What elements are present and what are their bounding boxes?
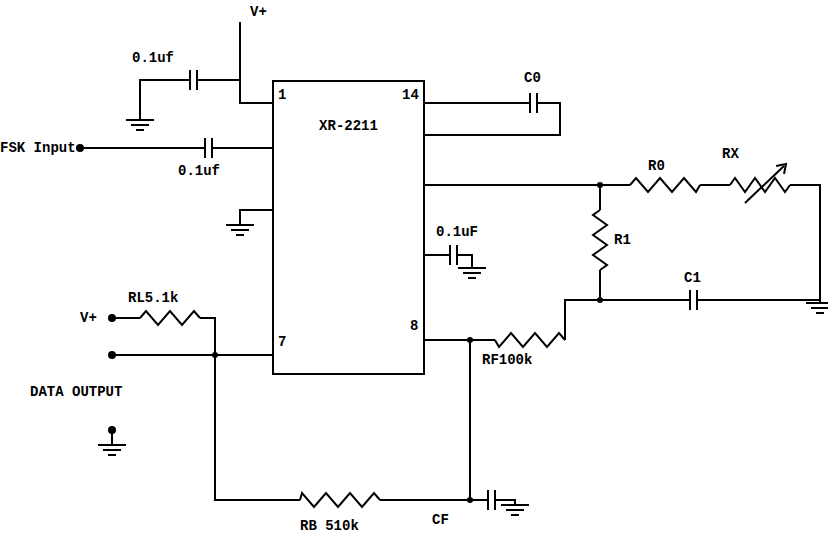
resistor-symbol — [630, 178, 700, 192]
component-name: CF — [432, 512, 449, 528]
component-value: 0.1uf — [132, 50, 174, 66]
wire — [457, 255, 472, 268]
component-name: C1 — [684, 270, 701, 286]
component-value: 0.1uF — [436, 224, 478, 240]
component-value: RL5.1k — [128, 290, 178, 306]
component-value: 0.1uf — [178, 163, 220, 179]
component-name: C0 — [524, 70, 541, 86]
component-name: RX — [722, 146, 739, 162]
component-value: RF100k — [482, 352, 532, 368]
terminal-dot — [108, 351, 116, 359]
junction-dot — [212, 352, 218, 358]
supply-label: V+ — [80, 310, 97, 326]
wire — [240, 210, 272, 225]
wire — [599, 185, 601, 210]
wire — [115, 317, 140, 319]
junction-dot — [597, 297, 603, 303]
capacitor-symbol — [450, 245, 457, 265]
wire — [425, 254, 450, 256]
component-value: RB 510k — [300, 518, 359, 534]
pin-number: 1 — [278, 87, 286, 103]
ic-package: XR-2211 — [272, 80, 425, 375]
variable-arrow — [745, 166, 784, 203]
resistor-symbol — [140, 311, 200, 325]
wire — [425, 103, 560, 135]
wire — [697, 299, 820, 301]
ground-symbol — [98, 445, 126, 455]
supply-label: V+ — [250, 4, 267, 20]
resistor-symbol — [300, 493, 380, 507]
component-name: R1 — [614, 232, 631, 248]
ground-symbol — [806, 303, 828, 313]
signal-name: DATA OUTPUT — [30, 384, 122, 400]
terminal-dot — [108, 426, 116, 434]
resistor-symbol — [593, 210, 607, 270]
wire — [425, 339, 495, 341]
wire — [84, 147, 205, 149]
ground-symbol — [458, 268, 486, 278]
ic-name: XR-2211 — [274, 118, 423, 134]
pin-number: 14 — [402, 87, 419, 103]
pin-number: 8 — [410, 318, 418, 334]
wire — [600, 270, 690, 300]
wire — [425, 102, 530, 104]
terminal-dot — [76, 144, 84, 152]
wire — [115, 354, 272, 356]
capacitor-symbol — [190, 70, 197, 90]
wire — [212, 147, 272, 149]
junction-dot — [467, 497, 473, 503]
variable-arrow — [776, 164, 786, 174]
resistor-symbol — [495, 333, 565, 347]
terminal-dot — [108, 314, 116, 322]
capacitor-symbol — [488, 490, 495, 510]
wire — [200, 318, 215, 355]
signal-name: FSK Input — [0, 140, 76, 156]
component-name: R0 — [648, 158, 665, 174]
pin-number: 7 — [278, 334, 286, 350]
supply-wire — [240, 22, 272, 103]
wire — [700, 184, 730, 186]
wire — [565, 300, 600, 340]
ground-symbol — [501, 505, 529, 515]
wire — [215, 355, 300, 500]
ground-symbol — [226, 225, 254, 235]
wire — [380, 499, 470, 501]
junction-dot — [597, 182, 603, 188]
junction-dot — [467, 337, 473, 343]
capacitor-symbol — [205, 138, 212, 158]
wire — [111, 433, 113, 445]
ground-symbol — [126, 120, 154, 130]
wire — [790, 185, 820, 303]
capacitor-symbol — [530, 93, 537, 113]
capacitor-symbol — [690, 290, 697, 310]
wire — [197, 79, 240, 81]
wire — [140, 80, 190, 120]
